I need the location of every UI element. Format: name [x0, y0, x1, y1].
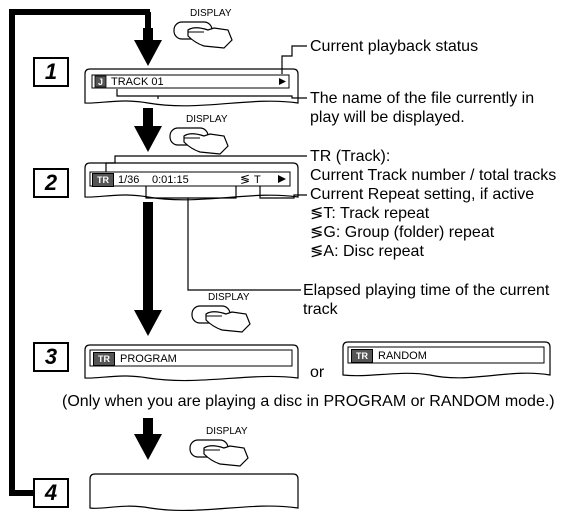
screen-2-repeat-mode: T	[254, 174, 261, 186]
tr-badge: TR	[351, 349, 373, 363]
tr-badge: TR	[92, 173, 114, 187]
repeat-disc-key: A	[323, 243, 335, 260]
play-icon	[278, 175, 286, 183]
screen-1-shape	[84, 68, 299, 107]
step-1-box	[33, 57, 69, 87]
screen-3a-shape	[84, 344, 299, 382]
leader-elapsed	[145, 186, 301, 291]
repeat-track-key: T	[323, 205, 332, 222]
step-3-box	[33, 342, 69, 372]
hand-press-icon	[169, 127, 229, 155]
leader-repeat	[259, 186, 307, 199]
step-number: 2	[44, 170, 58, 195]
leader-elapsed-2	[188, 186, 237, 199]
loop-return-line	[9, 9, 150, 496]
arrow-down-4	[134, 418, 162, 460]
mode-note: (Only when you are playing a disc in PRO…	[62, 393, 555, 410]
repeat-disc-desc: : Disc repeat	[334, 243, 424, 260]
hand-press-icon	[191, 305, 251, 333]
screen-4-shape	[89, 473, 299, 512]
annotation-elapsed-1: Elapsed playing time of the current	[303, 282, 550, 299]
annotation-file-name-2: play will be displayed.	[310, 109, 465, 126]
leader-tr	[105, 155, 307, 172]
annotation-tr-desc: Current Track number / total tracks	[310, 167, 557, 184]
repeat-icon: ≶	[240, 172, 251, 186]
screen-3-program-text: PROGRAM	[120, 353, 177, 365]
annotation-elapsed-2: track	[303, 301, 338, 318]
step-number: 1	[44, 59, 58, 84]
screen-3-random-text: RANDOM	[378, 350, 427, 362]
arrow-down-2	[134, 108, 162, 152]
disc-icon: J	[94, 75, 107, 88]
leader-playback-status	[281, 45, 307, 74]
annotation-tr-heading: TR (Track):	[310, 148, 391, 165]
arrow-down-3	[134, 202, 162, 336]
annotation-playback-status: Current playback status	[310, 38, 479, 55]
screen-2-track-count: 1/36	[118, 174, 140, 186]
tr-badge: TR	[93, 352, 115, 366]
repeat-icon: ≶	[310, 224, 324, 241]
display-button-label: DISPLAY	[186, 114, 228, 125]
step-4-box	[33, 478, 69, 508]
repeat-group-desc: : Group (folder) repeat	[335, 224, 495, 241]
annotation-repeat-heading: Current Repeat setting, if active	[310, 186, 535, 203]
display-button-label: DISPLAY	[190, 8, 232, 19]
display-button-label: DISPLAY	[208, 292, 250, 303]
repeat-group-row: ≶G: Group (folder) repeat	[310, 223, 494, 242]
repeat-group-key: G	[323, 224, 336, 241]
repeat-icon: ≶	[310, 205, 324, 222]
repeat-track-row: ≶T: Track repeat	[310, 204, 429, 223]
step-number: 3	[44, 344, 58, 369]
hand-press-icon	[173, 21, 233, 49]
hand-press-icon	[189, 439, 249, 467]
or-text: or	[310, 364, 325, 381]
display-button-label: DISPLAY	[206, 426, 248, 437]
repeat-icon: ≶	[310, 243, 324, 260]
svg-text:J: J	[98, 77, 103, 87]
step-number: 4	[44, 480, 58, 505]
screen-1-track-name: TRACK 01	[111, 76, 164, 88]
repeat-track-desc: : Track repeat	[331, 205, 430, 222]
step-2-box	[33, 168, 69, 198]
play-icon	[279, 78, 286, 85]
leader-file-name	[116, 89, 307, 99]
repeat-disc-row: ≶A: Disc repeat	[310, 242, 424, 261]
arrow-down-1	[134, 28, 162, 66]
screen-2-elapsed-time: 0:01:15	[152, 174, 189, 186]
annotation-file-name-1: The name of the file currently in	[310, 90, 535, 107]
screen-2-shape	[84, 162, 299, 201]
screen-3b-shape	[342, 341, 551, 379]
